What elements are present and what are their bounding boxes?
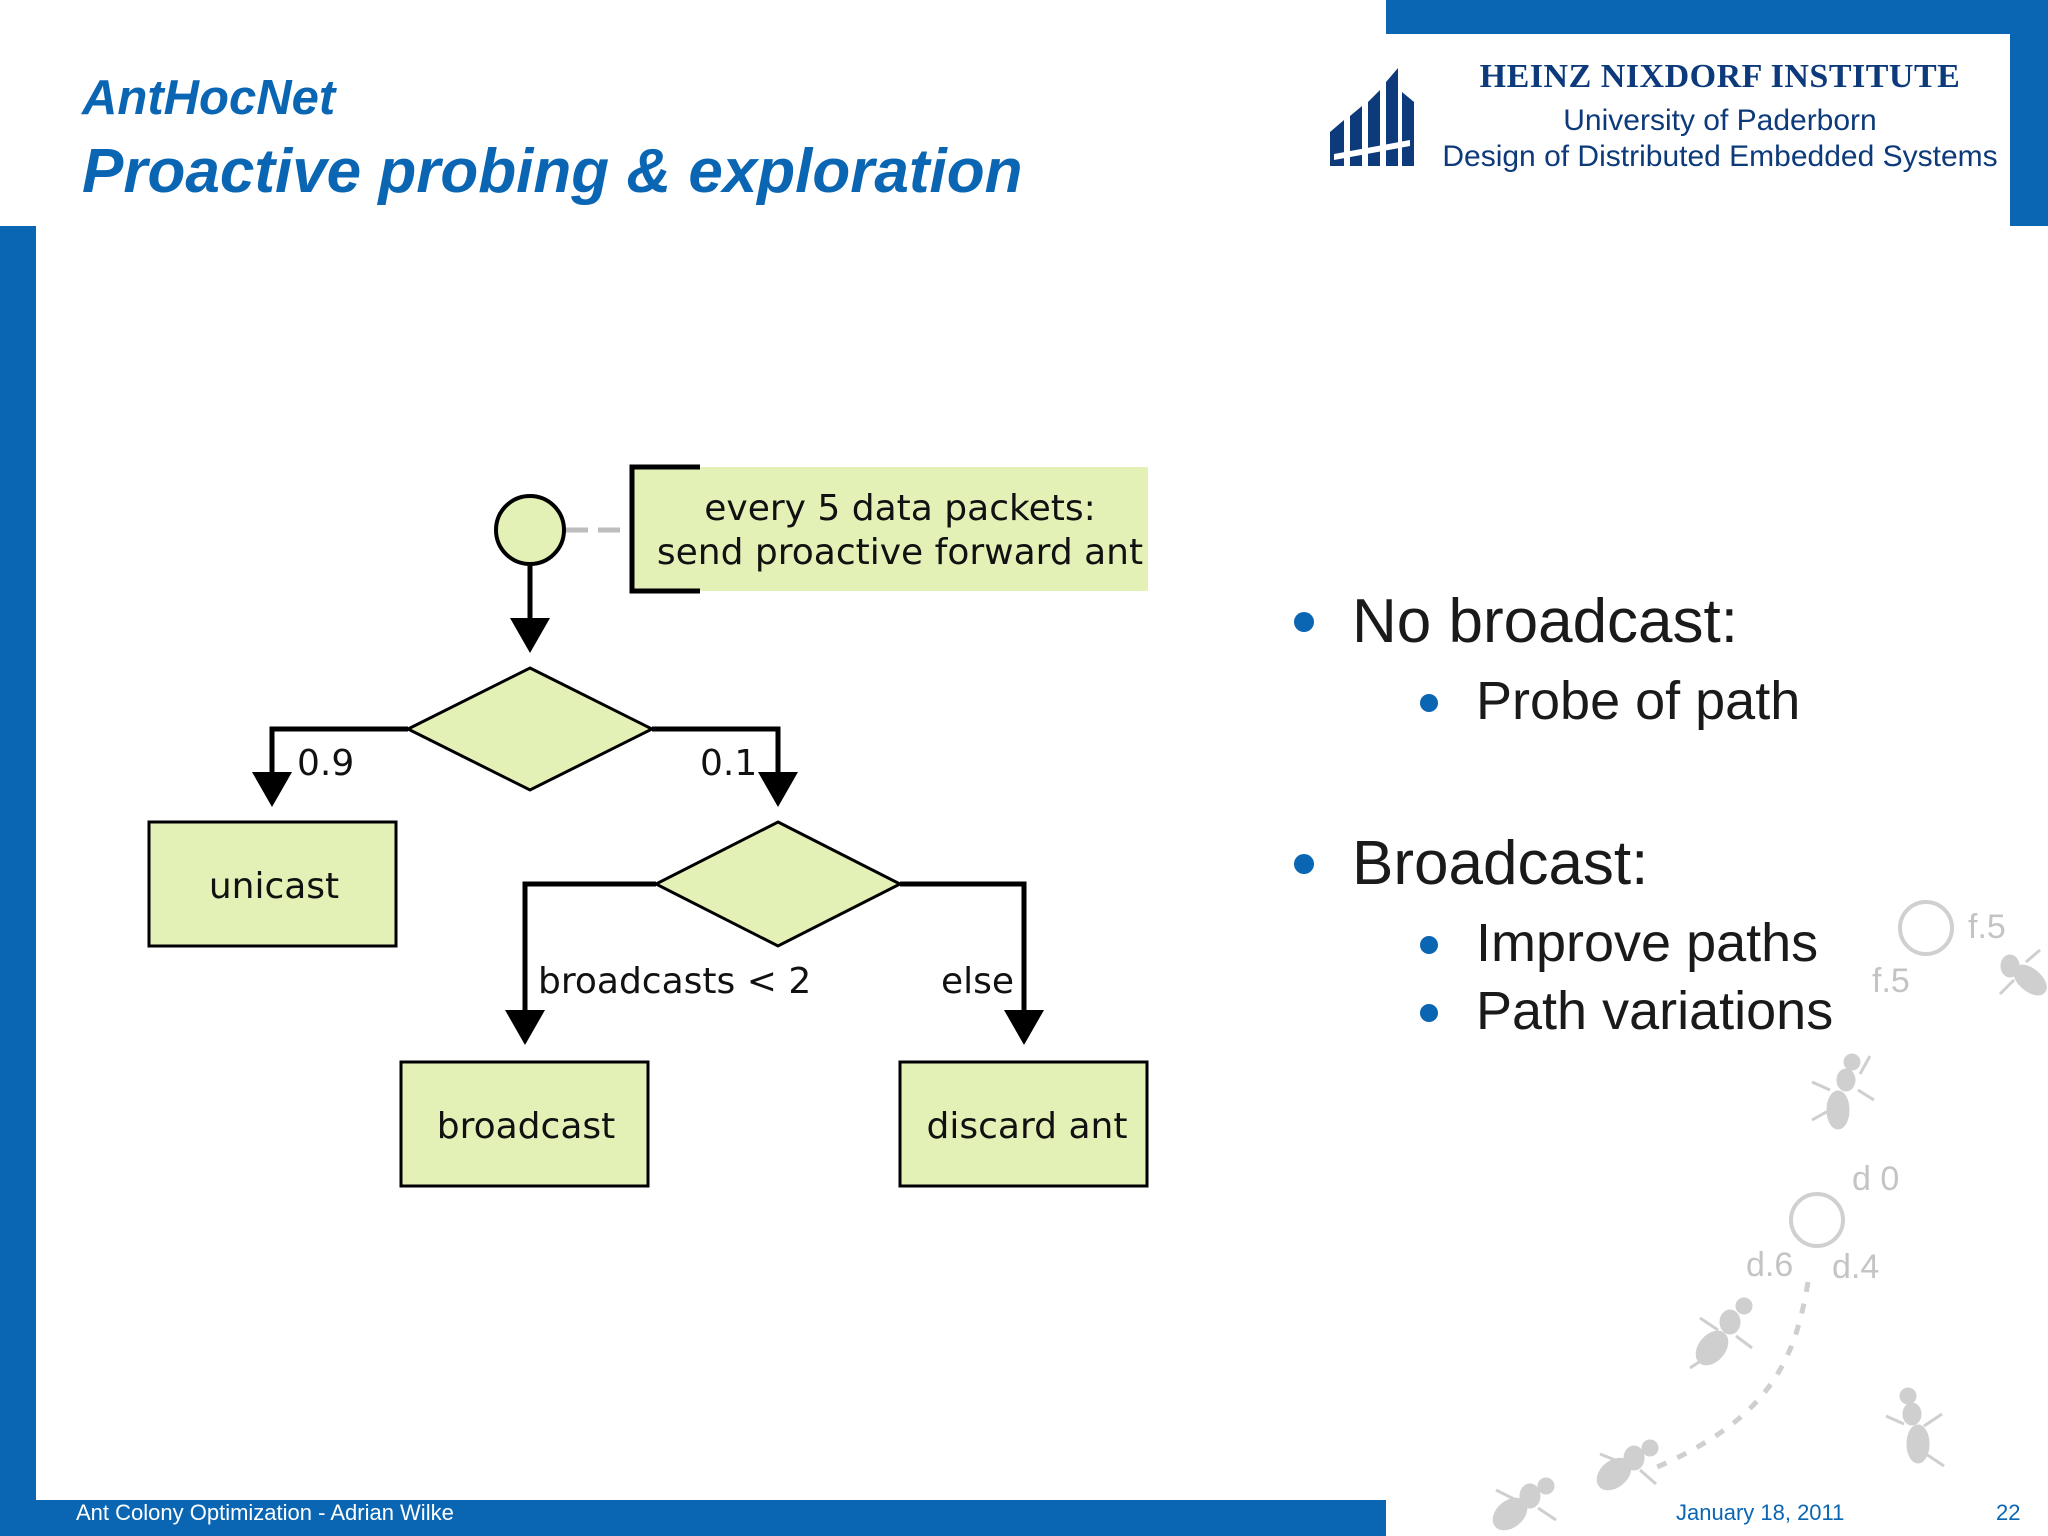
note-box [632, 467, 1148, 591]
label-broadcast-probability: 0.1 [700, 743, 757, 784]
footer-date: January 18, 2011 [1676, 1500, 1845, 1525]
ant-icon [1998, 948, 2047, 996]
header-frame-bar [1386, 0, 2048, 34]
footer-page-number: 22 [1996, 1500, 2021, 1525]
ant-icon [1689, 1297, 1753, 1370]
deco-label-f5-top: f.5 [1968, 908, 2006, 946]
decision-probability [404, 666, 656, 792]
node-broadcast [399, 1060, 650, 1188]
note-line-2: send proactive forward ant [657, 532, 1143, 573]
deco-trail [1649, 1281, 1811, 1473]
arrow-to-discard [900, 881, 1044, 1045]
node-unicast-label: unicast [209, 866, 339, 907]
node-discard-label: discard ant [927, 1106, 1128, 1147]
ant-icon [1596, 1439, 1659, 1491]
deco-label-d0: d 0 [1852, 1160, 1899, 1198]
node-unicast [147, 820, 398, 948]
institute-name: HEINZ NIXDORF INSTITUTE [1479, 58, 1961, 95]
footer-bar [36, 1500, 1386, 1536]
deco-label-d4: d.4 [1832, 1248, 1879, 1286]
start-node [494, 494, 566, 566]
arrow-to-unicast [252, 726, 408, 807]
note-line-1: every 5 data packets: [704, 488, 1095, 529]
left-frame-bar [0, 226, 36, 1536]
label-else: else [941, 961, 1014, 1002]
deco-node-top [1898, 900, 1954, 956]
slide-kicker: AntHocNet [82, 71, 336, 125]
ant-icon [1811, 1053, 1875, 1130]
institute-department: Design of Distributed Embedded Systems [1442, 140, 1998, 173]
slide-title: Proactive probing & exploration [82, 137, 1023, 206]
arrow-to-broadcast [505, 881, 656, 1045]
ant-icon [1492, 1477, 1557, 1531]
note-bracket [629, 464, 700, 594]
decision-broadcast-count [652, 820, 904, 948]
arrow-to-decision-broadcast [652, 726, 798, 807]
institute-logo-icon [1330, 68, 1414, 166]
deco-label-f5-lower: f.5 [1872, 962, 1910, 1000]
node-discard [898, 1060, 1149, 1188]
label-unicast-probability: 0.9 [297, 743, 354, 784]
institute-university: University of Paderborn [1563, 104, 1877, 137]
ant-icon [1885, 1387, 1945, 1468]
deco-node-bottom [1789, 1192, 1845, 1248]
label-broadcast-condition: broadcasts < 2 [538, 961, 811, 1002]
node-broadcast-label: broadcast [437, 1106, 616, 1147]
right-frame-bar [2010, 0, 2048, 226]
footer-author: Ant Colony Optimization - Adrian Wilke [76, 1500, 454, 1525]
deco-label-d6: d.6 [1746, 1246, 1793, 1284]
